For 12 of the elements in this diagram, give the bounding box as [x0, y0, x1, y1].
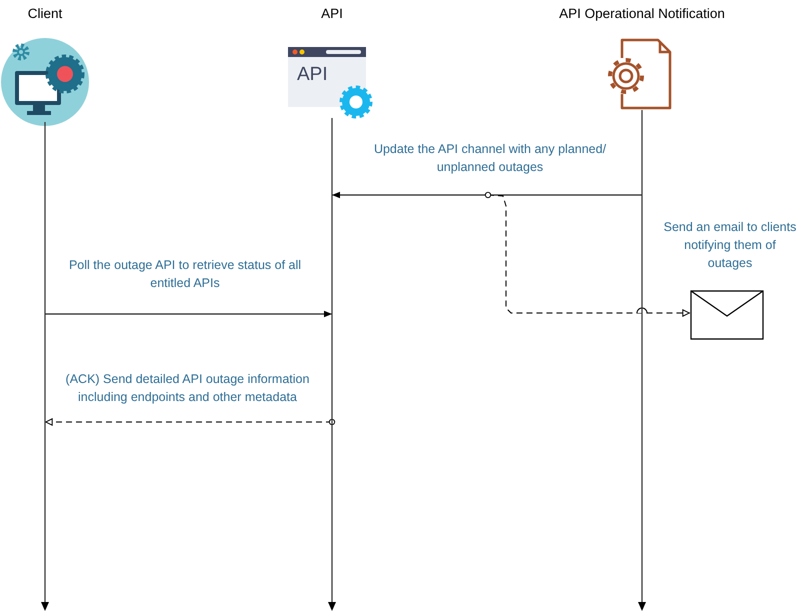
edge-label: Poll the outage API to retrieve status of all entitled APIs	[68, 257, 302, 292]
message-arrow	[484, 192, 690, 317]
message-arrow	[332, 192, 642, 198]
icon-caption: API	[297, 64, 328, 86]
participant-title: Client	[26, 6, 64, 21]
participant-title: API Operational Notification	[558, 6, 726, 21]
step-label: Send an email to clients notifying them of outages	[662, 219, 798, 272]
message-arrow	[44, 418, 336, 426]
message-arrow	[44, 310, 332, 318]
participant-title: API	[320, 6, 344, 21]
edge-label: (ACK) Send detailed API outage information including endpoints and other metadata	[64, 371, 310, 406]
edge-label: Update the API channel with any planned/ unplanned outages	[372, 141, 608, 176]
